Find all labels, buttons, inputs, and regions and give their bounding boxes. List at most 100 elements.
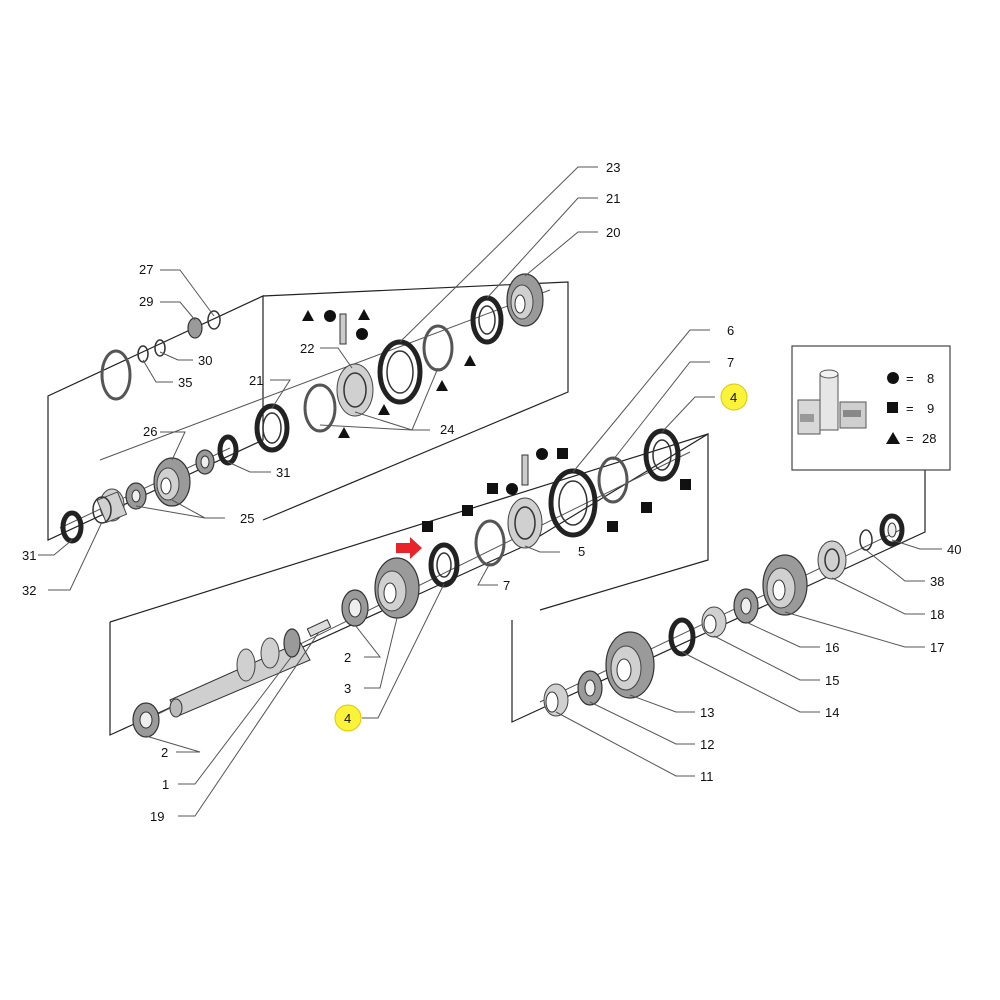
highlight-callout-4-right <box>720 383 748 411</box>
callout-4-right: 4 <box>730 390 737 405</box>
callout-21-left: 21 <box>249 373 263 388</box>
callout-32: 32 <box>22 583 36 598</box>
frame-middle <box>109 432 709 736</box>
callout-20: 20 <box>606 225 620 240</box>
square-symbol-icon <box>487 483 498 494</box>
frame-middle-top <box>109 433 709 623</box>
callout-1: 1 <box>162 777 169 792</box>
part-24-ring-b <box>422 324 454 372</box>
callout-6: 6 <box>727 323 734 338</box>
frame-lower-right <box>511 454 926 723</box>
callout-38: 38 <box>930 574 944 589</box>
legend-circle-icon <box>887 372 899 384</box>
part-18-bearing <box>817 540 847 580</box>
circle-symbol-icon <box>506 483 518 495</box>
part-2-needle-bearing-right <box>341 589 369 627</box>
circle-symbol-icon <box>324 310 336 322</box>
upper-left-assembly <box>60 273 544 544</box>
middle-assembly <box>132 428 681 738</box>
callout-35: 35 <box>178 375 192 390</box>
callout-23: 23 <box>606 160 620 175</box>
part-16-needle-bearing <box>733 588 759 624</box>
legend-square-icon <box>887 402 898 413</box>
part-4-synchro-ring-right <box>643 428 681 482</box>
callout-21-right: 21 <box>606 191 620 206</box>
part-23-sleeve <box>377 339 423 405</box>
part-26-gear <box>153 457 191 507</box>
part-6-sleeve <box>548 468 598 538</box>
part-pin-middle <box>521 454 529 486</box>
sealant-products-icon <box>797 369 867 435</box>
callout-11: 11 <box>700 769 714 784</box>
part-4-synchro-ring-left <box>428 542 460 588</box>
square-symbol-icon <box>462 505 473 516</box>
legend-equals-1: = <box>906 371 914 386</box>
part-2-needle-bearing-left <box>132 702 160 738</box>
square-symbol-icon <box>680 479 691 490</box>
highlight-callout-4-left <box>334 704 362 732</box>
callout-7-left: 7 <box>503 578 510 593</box>
circle-symbol-icon <box>356 328 368 340</box>
triangle-symbol-icon <box>378 404 390 415</box>
callout-5: 5 <box>578 544 585 559</box>
part-32-sleeve <box>92 488 128 524</box>
part-15-bushing <box>701 606 727 638</box>
callout-2-right: 2 <box>344 650 351 665</box>
callout-7-right: 7 <box>727 355 734 370</box>
callout-26: 26 <box>143 424 157 439</box>
axis-lines <box>59 289 901 719</box>
diagram-symbols <box>302 309 691 532</box>
callout-22: 22 <box>300 341 314 356</box>
part-7-ring-right <box>597 456 629 504</box>
part-12-needle-bearing <box>577 670 603 706</box>
square-symbol-icon <box>607 521 618 532</box>
part-7-ring-left <box>474 519 506 567</box>
frame-upper-right <box>262 281 569 521</box>
triangle-symbol-icon <box>436 380 448 391</box>
red-arrow-icon <box>396 537 422 559</box>
legend-equals-3: = <box>906 431 914 446</box>
part-22-hub <box>336 313 374 417</box>
part-21-synchro-left <box>254 403 290 453</box>
part-20-gear <box>506 273 544 327</box>
lower-right-assembly <box>543 513 905 717</box>
callout-12: 12 <box>700 737 714 752</box>
part-27-ring <box>207 310 221 330</box>
triangle-symbol-icon <box>302 310 314 321</box>
triangle-symbol-icon <box>464 355 476 366</box>
callout-25: 25 <box>240 511 254 526</box>
square-symbol-icon <box>422 521 433 532</box>
callout-2-left: 2 <box>161 745 168 760</box>
callout-29: 29 <box>139 294 153 309</box>
legend-circle-value: 8 <box>927 371 934 386</box>
part-13-gear <box>605 631 655 699</box>
top-floating-parts <box>100 310 221 401</box>
part-31-ring-right <box>217 434 239 466</box>
callout-40: 40 <box>947 542 961 557</box>
part-3-gear <box>374 557 420 619</box>
callout-3: 3 <box>344 681 351 696</box>
part-1-mainshaft <box>169 628 311 718</box>
part-24-ring-a <box>303 383 337 433</box>
callout-numbers: 27 29 30 35 26 21 31 25 22 24 23 21 20 3… <box>22 160 961 824</box>
callout-14: 14 <box>825 705 839 720</box>
part-bearing-small <box>125 482 147 510</box>
part-17-gear <box>762 554 808 616</box>
callout-15: 15 <box>825 673 839 688</box>
callout-4-left: 4 <box>344 711 351 726</box>
legend-box: = 8 = 9 = 28 <box>791 345 951 471</box>
callout-13: 13 <box>700 705 714 720</box>
frame-upper-left <box>47 295 264 541</box>
part-38-washer <box>859 529 873 551</box>
square-symbol-icon <box>641 502 652 513</box>
part-19-pin <box>306 619 332 637</box>
triangle-symbol-icon <box>338 427 350 438</box>
circle-symbol-icon <box>536 448 548 460</box>
part-5-hub <box>507 454 543 549</box>
part-11-bushing <box>543 683 569 717</box>
part-35-washer <box>137 345 149 363</box>
callout-16: 16 <box>825 640 839 655</box>
triangle-symbol-icon <box>358 309 370 320</box>
part-bearing-26 <box>195 449 215 475</box>
